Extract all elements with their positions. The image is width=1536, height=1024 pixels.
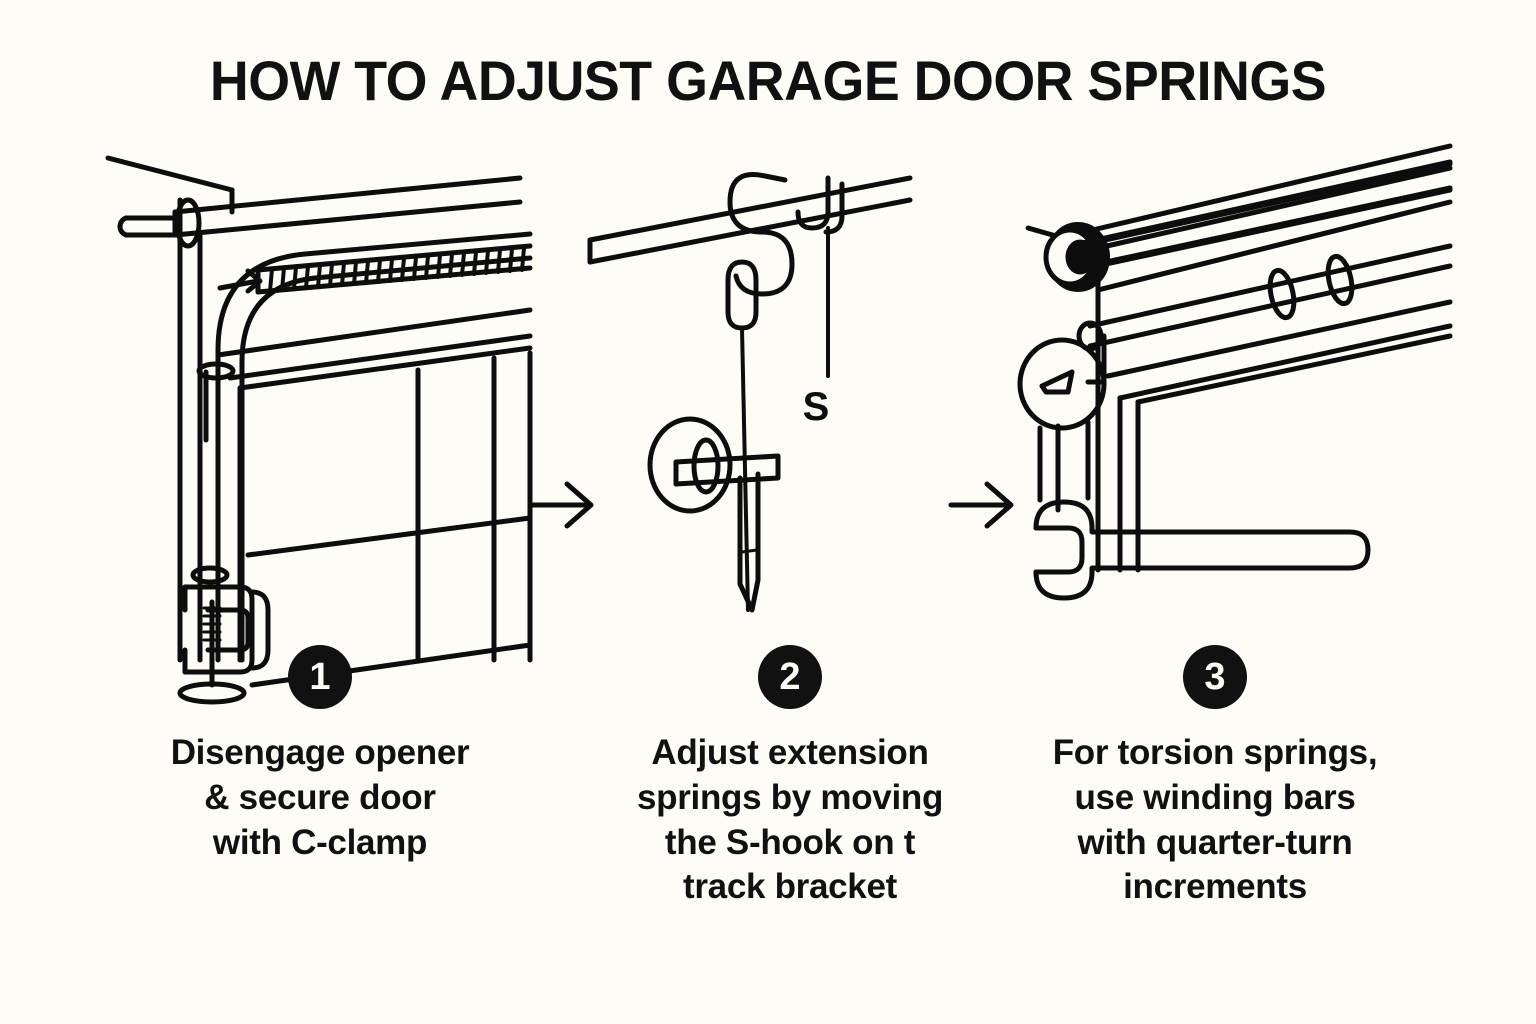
cable-label-s: S — [803, 385, 830, 429]
arrow-step2-to-step3 — [943, 470, 1023, 540]
winding-collar-2 — [1325, 253, 1355, 307]
caption-line: For torsion springs, — [1052, 733, 1378, 772]
step-block-3: 3 For torsion springs, use winding bars … — [1000, 645, 1430, 910]
svg-text:S: S — [803, 385, 830, 429]
caption-line: & secure door — [204, 777, 436, 817]
drum-mount-bracket — [1085, 333, 1107, 385]
bottom-bracket-pin — [737, 471, 761, 613]
torsion-spring-shaft — [1076, 243, 1453, 352]
c-clamp — [182, 584, 271, 675]
door-panel-grid — [237, 345, 533, 688]
lower-track-lines — [1105, 299, 1453, 573]
illustration-step-2: S — [580, 140, 1010, 660]
illustration-step-1 — [100, 140, 533, 705]
s-hook — [727, 172, 795, 297]
track-bracket-hook — [795, 175, 845, 235]
caption-line: the S-hook on t — [664, 822, 916, 862]
extension-spring-coil — [255, 243, 533, 295]
caption-line: track bracket — [682, 867, 897, 907]
c-clamp-screw — [202, 599, 222, 688]
caption-line: increments — [1123, 867, 1307, 907]
caption-line: with quarter-turn — [1077, 822, 1353, 862]
arrow-step1-to-step2 — [523, 470, 603, 540]
step-number-badge-3: 3 — [1183, 645, 1247, 709]
cable-pulley — [647, 416, 733, 514]
step-number-badge-1: 1 — [288, 645, 352, 709]
track-roller — [117, 197, 202, 249]
caption-line: use winding bars — [1074, 777, 1356, 817]
door-top-edge — [215, 307, 533, 381]
torsion-shaft-upper — [1081, 143, 1453, 293]
cable-drum — [1017, 337, 1107, 513]
step-caption-2: Adjust extension springs by moving the S… — [575, 731, 1005, 910]
spring-end-hook — [217, 268, 263, 294]
track-rail-upper — [587, 175, 913, 265]
ceiling-angle-bracket — [105, 155, 235, 215]
caption-line: with C-clamp — [212, 822, 428, 862]
page-title: HOW TO ADJUST GARAGE DOOR SPRINGS — [209, 49, 1327, 112]
c-clamp-handle — [177, 681, 247, 705]
pulley-axle-bolt — [673, 453, 781, 487]
caption-line: springs by moving — [636, 777, 944, 817]
step-block-1: 1 Disengage opener & secure door with C-… — [105, 645, 535, 865]
caption-line: Adjust extension — [651, 733, 929, 772]
winding-bar-upper-shaft — [1065, 159, 1453, 275]
step-caption-3: For torsion springs, use winding bars wi… — [1000, 731, 1430, 910]
step-caption-1: Disengage opener & secure door with C-cl… — [105, 731, 535, 865]
step-number-badge-2: 2 — [758, 645, 822, 709]
right-arrow-icon — [948, 481, 1014, 529]
caption-line: Disengage opener — [170, 733, 470, 772]
door-hinge-roller-upper — [196, 361, 236, 443]
wrench — [1033, 499, 1371, 601]
winding-collar-1 — [1267, 267, 1297, 321]
step-block-2: 2 Adjust extension springs by moving the… — [575, 645, 1005, 910]
door-hinge-roller-lower — [190, 565, 230, 585]
extension-cable-left — [740, 326, 750, 612]
illustration-step-3 — [1017, 140, 1453, 660]
right-arrow-icon — [528, 481, 594, 529]
